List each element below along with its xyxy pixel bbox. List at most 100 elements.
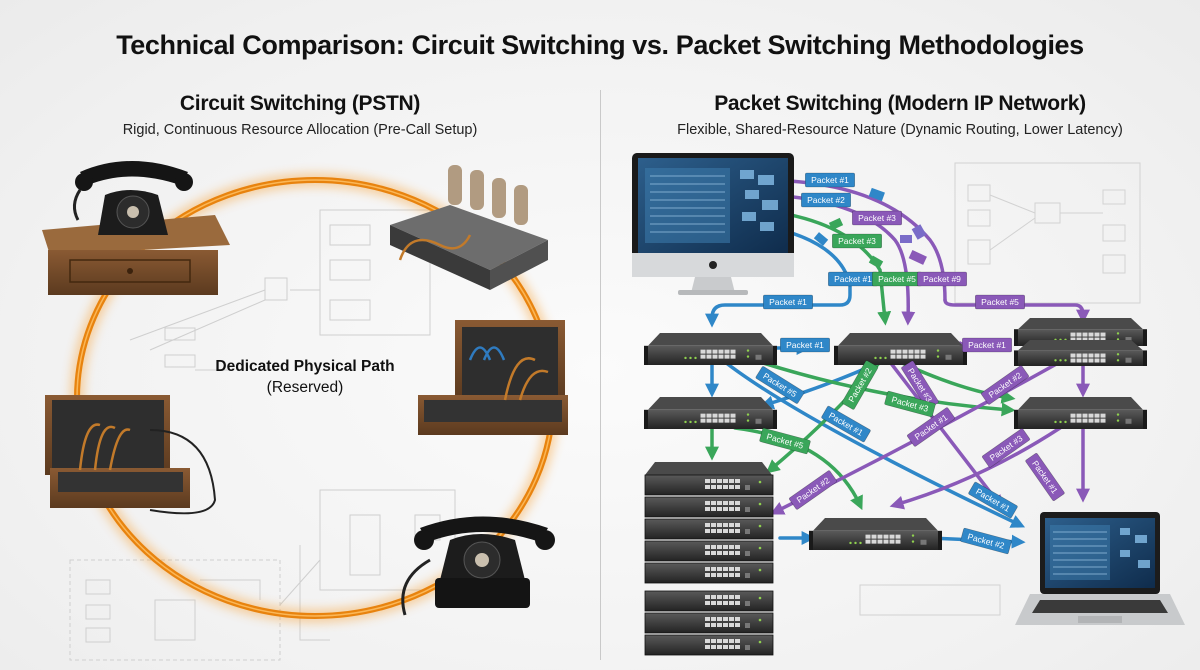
packet-label: Packet #9 — [916, 271, 968, 287]
rack-unit — [644, 496, 774, 518]
ethernet-port — [920, 354, 926, 359]
packet-label-text: Packet #1 — [834, 274, 872, 284]
packet-label-bg — [762, 294, 814, 310]
ethernet-port — [700, 349, 706, 354]
ethernet-port — [1088, 332, 1094, 337]
packet-label-text: Packet #1 — [1030, 459, 1060, 496]
rack-unit — [644, 540, 774, 562]
ethernet-port — [890, 349, 896, 354]
packet-label-bg — [968, 481, 1018, 519]
ethernet-port — [724, 418, 730, 423]
packet-label-bg — [755, 366, 805, 404]
packet-label-bg — [804, 172, 856, 188]
ethernet-port — [712, 413, 718, 418]
packet-label: Packet #1 — [1025, 453, 1065, 501]
ethernet-port — [1070, 353, 1076, 358]
ethernet-port — [724, 413, 730, 418]
packet-label: Packet #3 — [982, 428, 1030, 468]
rotary-telephone-origin — [42, 161, 230, 295]
packet-label-text: Packet #9 — [923, 274, 961, 284]
ethernet-port — [865, 534, 871, 539]
ethernet-port — [1070, 337, 1076, 342]
packet-label-bg — [884, 390, 936, 418]
laptop-computer — [1015, 512, 1185, 625]
ethernet-port — [1070, 358, 1076, 363]
ethernet-port — [700, 354, 706, 359]
apple-logo-icon — [709, 261, 717, 269]
ethernet-port — [865, 539, 871, 544]
ethernet-port — [895, 534, 901, 539]
ethernet-port — [724, 354, 730, 359]
ethernet-port — [908, 354, 914, 359]
dedicated-path-label: Dedicated Physical Path (Reserved) — [180, 358, 430, 397]
packet-label: Packet #2 — [789, 470, 837, 510]
packet-label: Packet #3 — [884, 390, 936, 418]
route-purple-d3 — [889, 426, 1062, 510]
ethernet-port — [700, 418, 706, 423]
rack-unit — [644, 474, 774, 496]
ethernet-port — [889, 534, 895, 539]
vacuum-tube-switch — [390, 165, 548, 290]
network-switch-5 — [1014, 397, 1147, 429]
ethernet-port — [706, 418, 712, 423]
packet-label: Packet #5 — [974, 294, 1026, 310]
ethernet-port — [1076, 358, 1082, 363]
ethernet-port — [724, 349, 730, 354]
packet-label-text: Packet #5 — [878, 274, 916, 284]
ethernet-port — [871, 539, 877, 544]
route-blue-1 — [705, 223, 852, 328]
ethernet-port — [718, 413, 724, 418]
packet-label-bg — [759, 427, 811, 455]
packet-label-bg — [831, 233, 883, 249]
route-green-d4 — [733, 426, 863, 511]
ethernet-port — [877, 539, 883, 544]
ethernet-port — [1088, 358, 1094, 363]
ethernet-port — [1082, 418, 1088, 423]
ethernet-port — [730, 413, 736, 418]
rotary-phone-icon — [401, 516, 555, 616]
ethernet-port — [889, 539, 895, 544]
packet-label-text: Packet #1 — [786, 340, 824, 350]
rotary-phone-icon — [73, 161, 193, 235]
ethernet-port — [1076, 413, 1082, 418]
rack-unit — [644, 634, 774, 656]
packet-label-text: Packet #1 — [769, 297, 807, 307]
ethernet-port — [730, 349, 736, 354]
ethernet-port — [890, 354, 896, 359]
ethernet-port — [1070, 418, 1076, 423]
ethernet-port — [1076, 332, 1082, 337]
rack-unit — [644, 590, 774, 612]
ethernet-port — [914, 349, 920, 354]
ethernet-port — [1076, 353, 1082, 358]
ethernet-port — [1094, 413, 1100, 418]
rack-unit — [644, 612, 774, 634]
packet-label-bg — [981, 365, 1029, 405]
packet-label-text: Packet #2 — [807, 195, 845, 205]
packet-label-bg — [907, 407, 955, 447]
rack-unit — [644, 562, 774, 584]
ethernet-port — [1088, 353, 1094, 358]
packet-label: Packet #3 — [831, 233, 883, 249]
dedicated-path-subtitle: (Reserved) — [266, 379, 344, 396]
ethernet-port — [712, 354, 718, 359]
schematic-background — [69, 209, 456, 661]
network-switch-6 — [809, 518, 942, 550]
ethernet-port — [883, 534, 889, 539]
network-switch-1 — [644, 333, 777, 365]
packet-label-bg — [916, 271, 968, 287]
ethernet-port — [706, 349, 712, 354]
ethernet-port — [1088, 337, 1094, 342]
ethernet-port — [730, 354, 736, 359]
network-switch-4 — [644, 397, 777, 429]
packet-label-text: Packet #1 — [811, 175, 849, 185]
packet-label: Packet #5 — [871, 271, 923, 287]
ethernet-port — [712, 418, 718, 423]
packet-label: Packet #2 — [960, 527, 1012, 555]
ethernet-port — [718, 418, 724, 423]
packet-label: Packet #1 — [827, 271, 879, 287]
server-rack — [644, 462, 774, 656]
ethernet-port — [902, 354, 908, 359]
packet-label: Packet #1 — [961, 337, 1013, 353]
ethernet-port — [730, 418, 736, 423]
desktop-computer — [632, 153, 794, 295]
